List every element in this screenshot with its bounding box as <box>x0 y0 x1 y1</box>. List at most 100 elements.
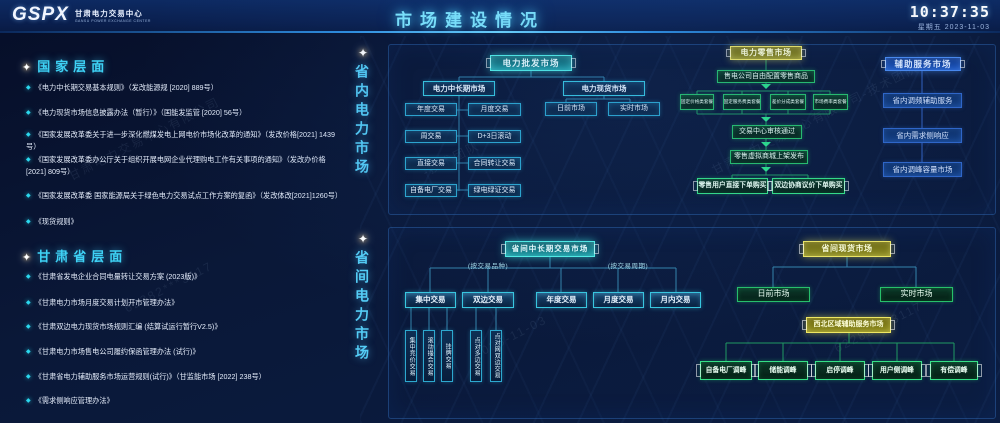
node-ancillary-market: 辅助服务市场 <box>881 57 965 71</box>
policy-item[interactable]: ◆《甘肃省电力辅助服务市场运营规则(试行)》（甘监能市场 [2022] 238号… <box>26 371 344 383</box>
clock: 10:37:35 星期五 2023-11-03 <box>910 3 990 32</box>
sparkle-icon: ✦ <box>22 62 32 74</box>
sparkle-icon: ✦ <box>358 232 369 246</box>
node-day-ahead: 日前市场 <box>545 102 597 116</box>
node-weekly-trade: 周交易 <box>405 130 457 143</box>
node-demand-response: 省内需求侧响应 <box>883 128 962 143</box>
policy-item[interactable]: ◆《电力中长期交易基本规则》（发改能源规 [2020] 889号） <box>26 82 344 94</box>
node-real-time: 实时市场 <box>608 102 660 116</box>
node-centralized-bidding: 集中竞价交易 <box>405 330 417 382</box>
node-direct-purchase: 零售用户直接下单购买 <box>693 178 772 194</box>
diamond-bullet-icon: ◆ <box>26 324 31 330</box>
node-retail-config: 售电公司自由配置零售商品 <box>717 70 815 83</box>
node-inter-spot-market: 省间现货市场 <box>799 241 895 257</box>
node-monthly-trade: 月度交易 <box>593 292 644 308</box>
node-contract-transfer: 合同转让交易 <box>468 157 521 170</box>
section-title-gansu: ✦ 甘肃省层面 <box>22 246 127 265</box>
policy-item[interactable]: ◆《甘肃双边电力现货市场规则汇编 (结算试运行暂行V2.5)》 <box>26 321 344 333</box>
node-package-fixed-fee: 固定服务费类套餐 <box>723 94 761 110</box>
section-title-text: 国家层面 <box>37 59 110 74</box>
policy-item-text: 《甘肃电力市场售电公司履约保函管理办法 (试行)》 <box>34 347 200 356</box>
policy-item-text: 《需求侧响应管理办法》 <box>34 396 114 405</box>
node-freq-regulation: 省内调频辅助服务 <box>883 93 962 108</box>
diamond-bullet-icon: ◆ <box>26 110 31 116</box>
policy-item-text: 《电力现货市场信息披露办法（暂行）》（国能发监管 [2020] 56号） <box>34 108 247 117</box>
diamond-bullet-icon: ◆ <box>26 398 31 404</box>
node-nw-ancillary-market: 西北区域辅助服务市场 <box>802 317 895 333</box>
sparkle-icon: ✦ <box>358 46 369 60</box>
policy-item-text: 《甘肃省发电企业合同电量转让交易方案 (2023版)》 <box>34 272 202 281</box>
sparkle-icon: ✦ <box>22 252 32 264</box>
policy-item-text: 《国家发展改革委办公厅关于组织开展电网企业代理购电工作有关事项的通知》（发改办价… <box>26 155 326 177</box>
policy-item-text: 《国家发展改革委关于进一步深化燃煤发电上网电价市场化改革的通知》（发改价格[20… <box>26 130 335 152</box>
header-stripe <box>0 0 12 33</box>
clock-date: 星期五 2023-11-03 <box>917 24 990 31</box>
node-listing-trade: 挂牌交易 <box>441 330 453 382</box>
policy-item[interactable]: ◆《甘肃省发电企业合同电量转让交易方案 (2023版)》 <box>26 271 344 283</box>
node-userside-peak: 用户侧调峰 <box>868 361 926 380</box>
node-intramonth-trade: 月内交易 <box>650 292 701 308</box>
policy-item[interactable]: ◆《电力现货市场信息披露办法（暂行）》（国能发监管 [2020] 56号） <box>26 107 344 119</box>
org-name-en: GANSU POWER EXCHANGE CENTER <box>74 18 151 23</box>
node-point-to-grid-bilateral: 点对网双边交易 <box>490 330 502 382</box>
node-direct-trade: 直接交易 <box>405 157 457 170</box>
section-title-text: 甘肃省层面 <box>37 249 128 264</box>
diamond-bullet-icon: ◆ <box>26 219 31 225</box>
diamond-bullet-icon: ◆ <box>26 374 31 380</box>
section-title-national: ✦ 国家层面 <box>22 56 109 75</box>
clock-time: 10:37:35 <box>909 3 990 21</box>
node-day-ahead: 日前市场 <box>737 287 810 302</box>
node-annual-trade: 年度交易 <box>536 292 587 308</box>
node-bilateral-trade: 双边交易 <box>462 292 514 308</box>
label-intra-market: 省内电力市场 <box>354 64 370 178</box>
node-real-time: 实时市场 <box>880 287 953 302</box>
node-point-to-multilateral: 点对多边交易 <box>470 330 482 382</box>
node-package-spread-share: 差价分成类套餐 <box>770 94 806 110</box>
node-inter-mlt-market: 省间中长期交易市场 <box>501 241 599 257</box>
label-inter-market: 省间电力市场 <box>354 250 370 364</box>
node-spot-market: 电力现货市场 <box>563 81 645 96</box>
node-captive-plant-peak: 自备电厂调峰 <box>696 361 756 380</box>
policy-item[interactable]: ◆《甘肃电力市场月度交易计划开市管理办法》 <box>26 297 344 309</box>
node-d3-rolling: D+3日滚动 <box>468 130 521 143</box>
policy-item-text: 《现货规则》 <box>34 217 78 226</box>
org-name: 甘肃电力交易中心 <box>74 8 143 18</box>
logo-text: GSPX <box>12 4 69 25</box>
node-captive-plant-trade: 自备电厂交易 <box>405 184 457 197</box>
page-title: 市场建设情况 <box>395 11 545 30</box>
node-retail-market: 电力零售市场 <box>726 46 806 60</box>
node-green-cert-trade: 绿电绿证交易 <box>468 184 521 197</box>
header-stripe <box>0 0 12 33</box>
policy-item[interactable]: ◆《甘肃电力市场售电公司履约保函管理办法 (试行)》 <box>26 346 344 358</box>
node-centralized-trade: 集中交易 <box>405 292 456 308</box>
node-peak-capacity: 省内调峰容量市场 <box>883 162 962 177</box>
node-rolling-matching: 滚动撮合交易 <box>423 330 435 382</box>
node-monthly-trade: 月度交易 <box>468 103 521 116</box>
policy-item-text: 《电力中长期交易基本规则》（发改能源规 [2020] 889号） <box>34 83 218 92</box>
node-startstop-peak: 启停调峰 <box>811 361 869 380</box>
policy-item-text: 《国家发展改革委 国家能源局关于绿色电力交易试点工作方案的复函》（发改体改[20… <box>34 191 343 200</box>
policy-item-text: 《甘肃双边电力现货市场规则汇编 (结算试运行暂行V2.5)》 <box>34 322 222 331</box>
policy-item[interactable]: ◆《国家发展改革委关于进一步深化燃煤发电上网电价市场化改革的通知》（发改价格[2… <box>26 129 344 152</box>
header-bar: GSPX 甘肃电力交易中心 GANSU POWER EXCHANGE CENTE… <box>0 0 1000 33</box>
logo: GSPX 甘肃电力交易中心 GANSU POWER EXCHANGE CENTE… <box>12 4 151 26</box>
org-name-block: 甘肃电力交易中心 GANSU POWER EXCHANGE CENTER <box>75 8 151 23</box>
policy-item-text: 《甘肃省电力辅助服务市场运营规则(试行)》（甘监能市场 [2022] 238号） <box>34 372 266 381</box>
node-package-fixed-price: 固定价格类套餐 <box>680 94 714 110</box>
diamond-bullet-icon: ◆ <box>26 300 31 306</box>
diamond-bullet-icon: ◆ <box>26 193 31 199</box>
header-stripe <box>0 0 12 33</box>
policy-item[interactable]: ◆《国家发展改革委 国家能源局关于绿色电力交易试点工作方案的复函》（发改体改[2… <box>26 190 344 202</box>
policy-item[interactable]: ◆《国家发展改革委办公厅关于组织开展电网企业代理购电工作有关事项的通知》（发改办… <box>26 154 344 177</box>
diamond-bullet-icon: ◆ <box>26 274 31 280</box>
policy-item[interactable]: ◆《需求侧响应管理办法》 <box>26 395 344 407</box>
panel-inter-market <box>388 227 996 419</box>
node-annual-trade: 年度交易 <box>405 103 457 116</box>
group-label-by-period: (按交易周期) <box>607 263 649 270</box>
node-review-passed: 交易中心审核通过 <box>732 125 802 139</box>
node-bilateral-purchase: 双边协商议价下单购买 <box>768 178 849 194</box>
diamond-bullet-icon: ◆ <box>26 157 31 163</box>
policy-item-text: 《甘肃电力市场月度交易计划开市管理办法》 <box>34 298 179 307</box>
policy-item[interactable]: ◆《现货规则》 <box>26 216 344 228</box>
